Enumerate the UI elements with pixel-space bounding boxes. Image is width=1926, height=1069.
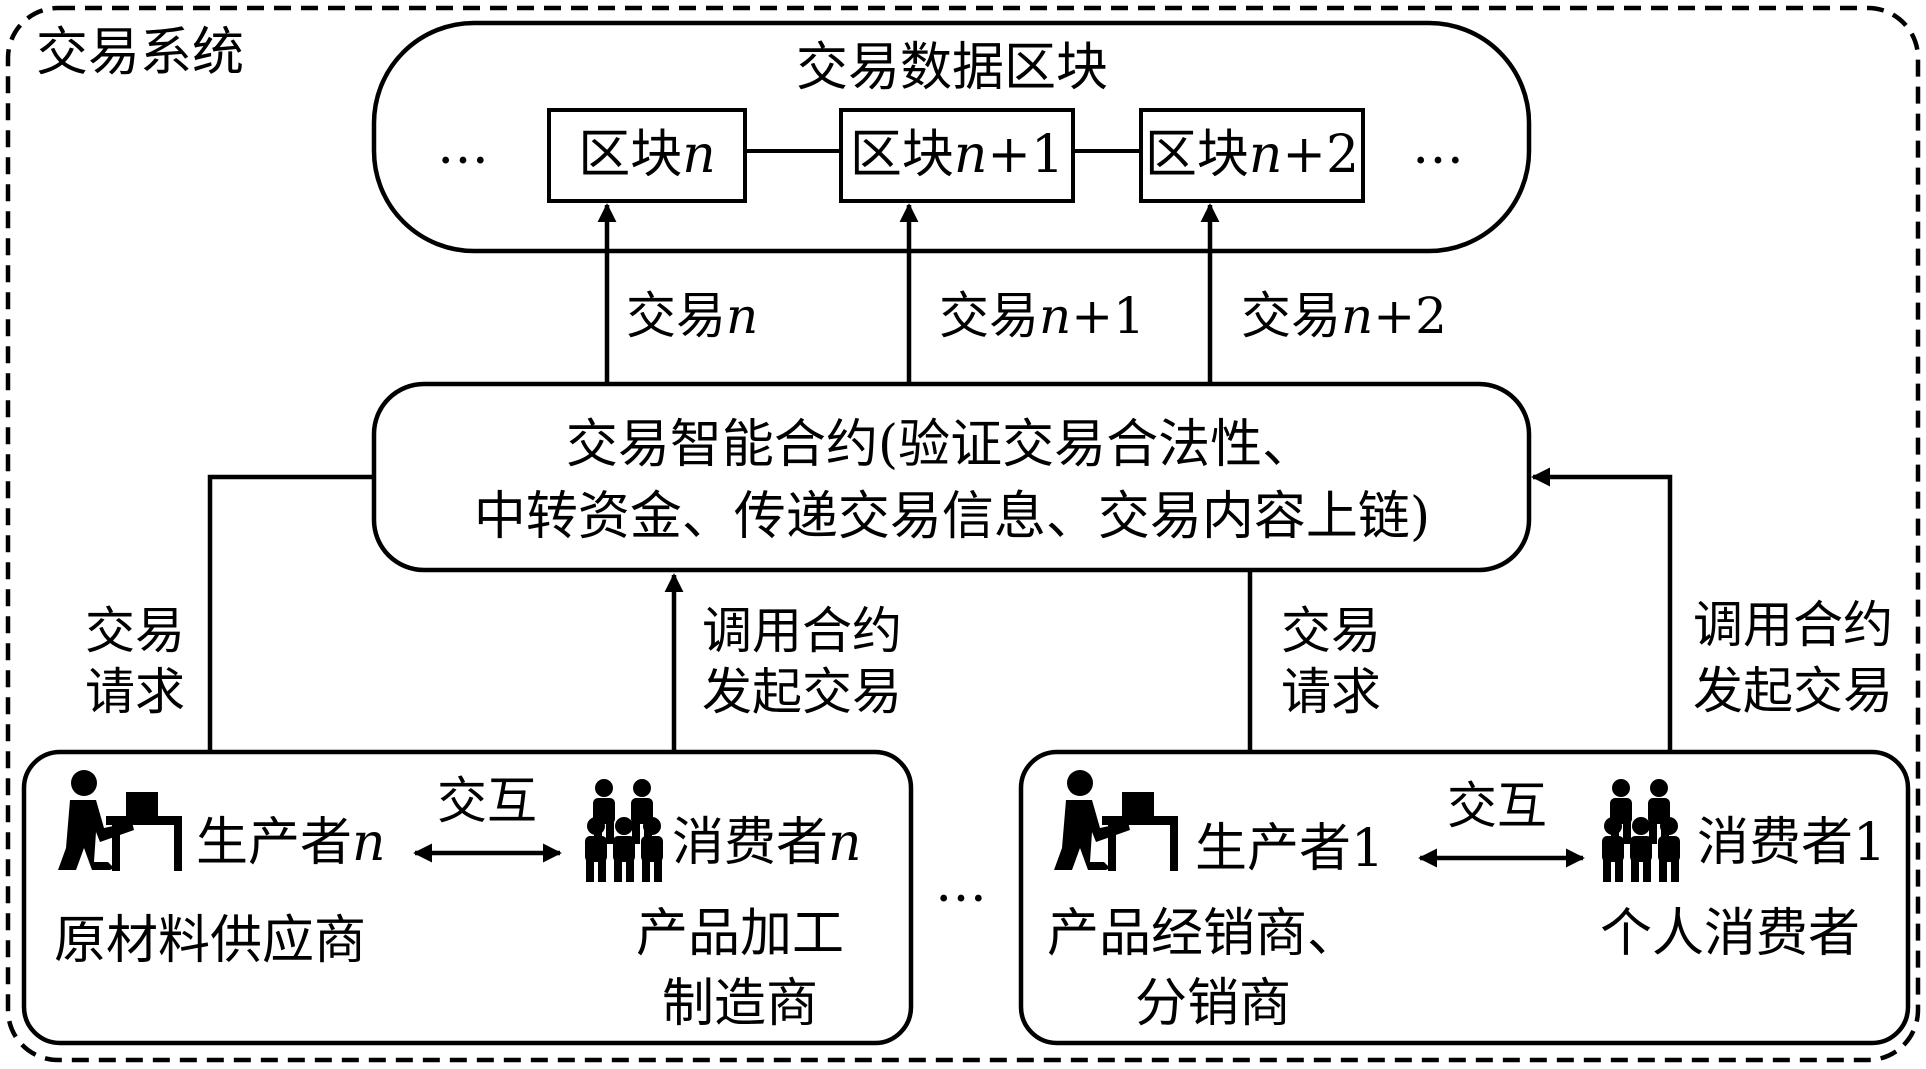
invoke-label-right-1: 调用合约	[1693, 596, 1893, 654]
interaction-label-right: 交互	[1447, 777, 1547, 835]
request-arrow-left	[200, 474, 374, 793]
block-n	[547, 108, 747, 203]
consumer-1-desc-1: 个人消费者	[1600, 904, 1860, 964]
chain-title: 交易数据区块	[796, 38, 1108, 98]
request-label-left-2: 请求	[85, 663, 185, 721]
interaction-label-left: 交互	[437, 772, 537, 830]
request-label-left-1: 交易	[85, 602, 185, 660]
producer-icon	[1054, 770, 1178, 871]
consumer-n-desc-1: 产品加工	[636, 904, 844, 964]
block-n-plus-1-label: 区块n+1	[850, 125, 1064, 185]
producer-1-desc-2: 分销商	[1135, 974, 1291, 1034]
invoke-label-left-2: 发起交易	[702, 663, 902, 721]
producer-icon	[58, 770, 182, 871]
request-label-right-2: 请求	[1281, 663, 1381, 721]
invoke-label-left-1: 调用合约	[702, 602, 902, 660]
producer-n-desc-1: 原材料供应商	[54, 911, 366, 971]
block-n-plus-1	[839, 108, 1075, 203]
chain-ellipsis-right: …	[1412, 116, 1464, 176]
request-label-right-1: 交易	[1281, 602, 1381, 660]
producer-n-label: 生产者n	[196, 813, 386, 873]
chain-capsule	[371, 20, 1532, 254]
block-n-plus-2-label: 区块n+2	[1145, 125, 1359, 185]
system-title: 交易系统	[36, 23, 244, 83]
consumer-n-desc-2: 制造商	[662, 974, 818, 1034]
tx-label-n-plus-2: 交易n+2	[1241, 287, 1447, 345]
block-n-label: 区块n	[578, 125, 716, 185]
contract-line-2: 中转资金、传递交易信息、交易内容上链)	[474, 487, 1430, 547]
invoke-arrow-right	[1531, 467, 1673, 791]
contract-line-1: 交易智能合约(验证交易合法性、	[566, 415, 1314, 475]
tx-label-n-plus-1: 交易n+1	[939, 287, 1145, 345]
tx-label-n: 交易n	[626, 287, 758, 345]
chain-ellipsis-left: …	[437, 116, 489, 176]
producer-1-desc-1: 产品经销商、	[1047, 904, 1359, 964]
system-frame	[5, 5, 1921, 1063]
groups-ellipsis: …	[935, 854, 987, 914]
producer-1-label: 生产者1	[1195, 819, 1384, 879]
consumer-1-label: 消费者1	[1697, 813, 1886, 873]
participant-group-right	[1018, 749, 1911, 1046]
invoke-label-right-2: 发起交易	[1693, 662, 1893, 720]
consumer-n-label: 消费者n	[672, 813, 862, 873]
block-n-plus-2	[1139, 108, 1365, 203]
participant-group-left	[21, 749, 914, 1046]
